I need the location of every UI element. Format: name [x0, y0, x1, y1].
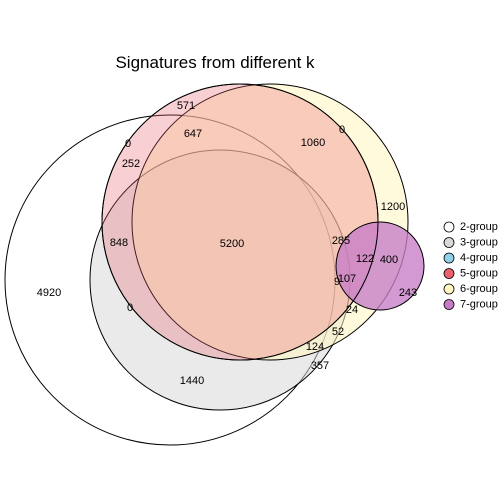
region-count: 1060	[301, 137, 325, 149]
legend-swatch-5-group	[443, 268, 455, 279]
legend-swatch-6-group	[443, 283, 455, 295]
legend-label-2-group: 2-group	[460, 221, 498, 233]
region-count: 52	[332, 326, 344, 338]
set-circles	[4, 83, 425, 446]
region-count: 0	[127, 302, 133, 314]
set-circle-4-group	[101, 83, 379, 361]
region-count: 1200	[381, 201, 405, 213]
region-count: 122	[356, 253, 374, 265]
region-count: 400	[380, 254, 398, 266]
legend-label-3-group: 3-group	[460, 236, 498, 248]
legend-swatch-7-group	[443, 299, 455, 310]
region-count: 9	[334, 276, 340, 288]
region-count: 252	[122, 158, 140, 170]
region-count: 571	[177, 100, 195, 112]
region-count: 848	[110, 237, 128, 249]
legend-label-5-group: 5-group	[460, 267, 498, 279]
region-count: 4920	[37, 287, 61, 299]
region-count: 5200	[220, 238, 244, 250]
region-counts: 571 647 0 1060 0 252 848 5200 1200 285 122 400 4920 0…	[37, 100, 417, 387]
chart-title: Signatures from different k	[115, 53, 315, 72]
legend-swatch-2-group	[443, 221, 455, 233]
legend-label-6-group: 6-group	[460, 283, 498, 295]
legend-swatch-4-group	[443, 252, 455, 264]
region-count: 357	[311, 360, 329, 372]
set-circle-6-group	[131, 83, 409, 361]
legend-label-7-group: 7-group	[460, 298, 498, 310]
region-count: 24	[346, 304, 358, 316]
legend: 2-group 3-group 4-group 5-group 6-group 7-gro…	[443, 221, 498, 310]
region-count: 107	[338, 273, 356, 285]
legend-label-4-group: 4-group	[460, 252, 498, 264]
region-count: 243	[399, 287, 417, 299]
region-count: 124	[306, 341, 324, 353]
region-count: 647	[184, 128, 202, 140]
region-count: 0	[339, 124, 345, 136]
region-count: 0	[125, 138, 131, 150]
legend-swatch-3-group	[443, 237, 455, 248]
set-circle-7-group	[335, 221, 425, 311]
region-count: 285	[332, 235, 350, 247]
region-count: 1440	[180, 375, 204, 387]
